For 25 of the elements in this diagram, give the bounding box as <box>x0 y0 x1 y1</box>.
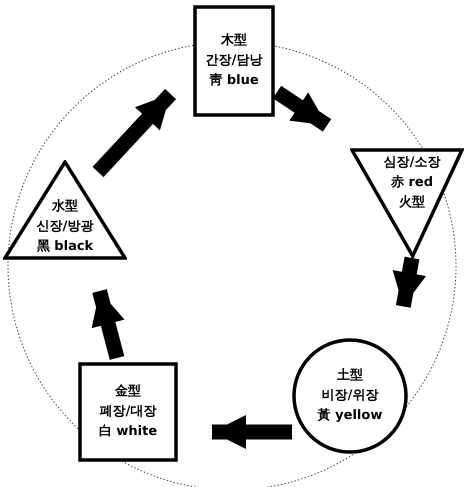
node-label: 黑 black <box>36 238 94 256</box>
node-label: 신장/방광 <box>36 218 94 236</box>
node-label: 폐장/대장 <box>100 403 156 421</box>
box-node <box>78 362 178 462</box>
node-label: 白 white <box>98 423 158 441</box>
node-label: 비장/위장 <box>322 387 378 405</box>
node-label: 黃 yellow <box>318 407 382 425</box>
triangle-node <box>3 160 127 260</box>
node-label: 靑 blue <box>209 72 259 90</box>
node-label: 金型 <box>115 383 141 401</box>
node-label: 심장/소장 <box>384 154 440 172</box>
block-arrow <box>392 256 426 308</box>
inverted-triangle-node <box>350 148 464 258</box>
node-label: 水型 <box>52 198 78 216</box>
node-label: 火型 <box>399 194 425 212</box>
block-arrow <box>92 289 125 360</box>
node-label: 赤 red <box>390 174 434 192</box>
circle-node <box>292 338 408 454</box>
node-label: 木型 <box>221 32 247 50</box>
node-label: 土型 <box>337 367 363 385</box>
block-arrow <box>92 88 176 178</box>
box-node <box>193 5 275 117</box>
block-arrow <box>212 415 292 449</box>
node-label: 간장/담낭 <box>206 52 262 70</box>
block-arrow <box>272 86 332 132</box>
